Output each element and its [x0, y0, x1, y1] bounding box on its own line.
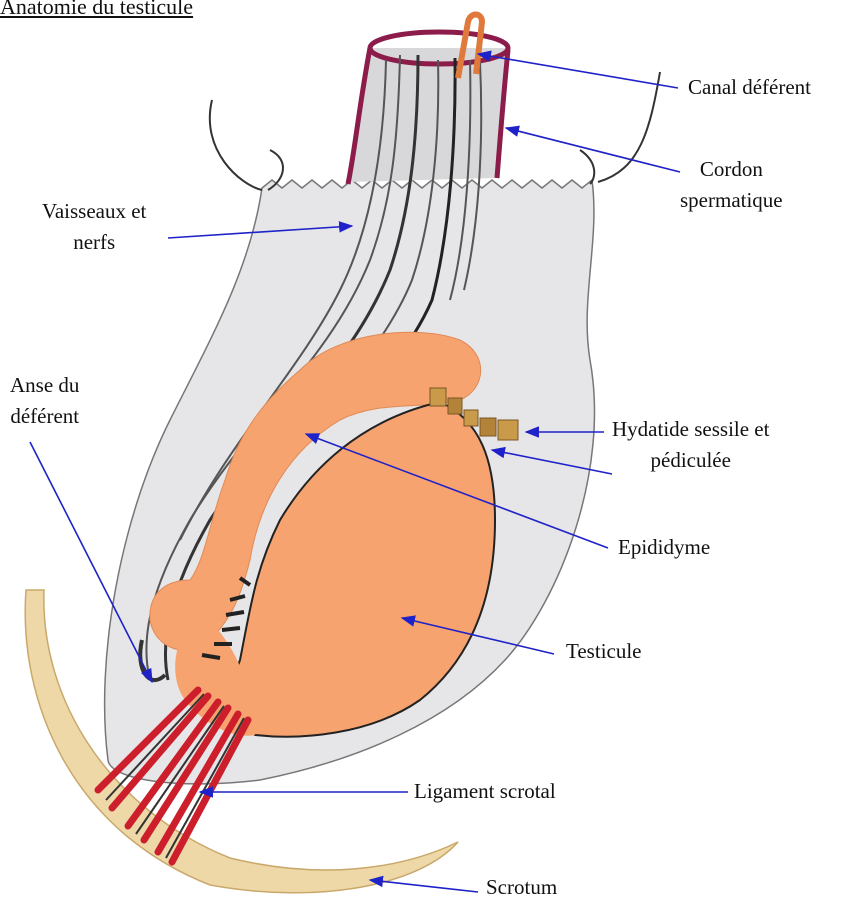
spermatic-cord-body: [348, 48, 508, 182]
label-ligament-scrotal: Ligament scrotal: [414, 776, 556, 807]
label-hydatide-line1: Hydatide sessile et: [612, 414, 769, 445]
label-vaisseaux-line1: Vaisseaux et: [42, 196, 146, 227]
label-cordon-line1: Cordon: [680, 154, 783, 185]
sac-left-flap: [210, 100, 262, 190]
label-anse-deferent: Anse du déférent: [10, 370, 79, 432]
arrow-scrotum: [370, 880, 478, 892]
label-anse-line2: déférent: [10, 401, 79, 432]
label-canal-deferent: Canal déférent: [688, 72, 811, 103]
label-hydatide: Hydatide sessile et pédiculée: [612, 414, 769, 476]
label-scrotum: Scrotum: [486, 872, 557, 903]
label-ligament-text: Ligament scrotal: [414, 776, 556, 807]
label-cordon-line2: spermatique: [680, 185, 783, 216]
label-testicule-text: Testicule: [566, 636, 642, 667]
label-anse-line1: Anse du: [10, 370, 79, 401]
label-hydatide-line2: pédiculée: [612, 445, 769, 476]
label-scrotum-text: Scrotum: [486, 872, 557, 903]
label-testicule: Testicule: [566, 636, 642, 667]
page-title: Anatomie du testicule: [0, 0, 193, 20]
label-epididyme-text: Epididyme: [618, 532, 710, 563]
sac-right-flap: [598, 72, 660, 182]
label-vaisseaux-nerfs: Vaisseaux et nerfs: [42, 196, 146, 258]
label-canal-deferent-text: Canal déférent: [688, 72, 811, 103]
label-vaisseaux-line2: nerfs: [42, 227, 146, 258]
label-epididyme: Epididyme: [618, 532, 710, 563]
sac-right-fold: [580, 150, 594, 184]
label-cordon-spermatique: Cordon spermatique: [680, 154, 783, 216]
